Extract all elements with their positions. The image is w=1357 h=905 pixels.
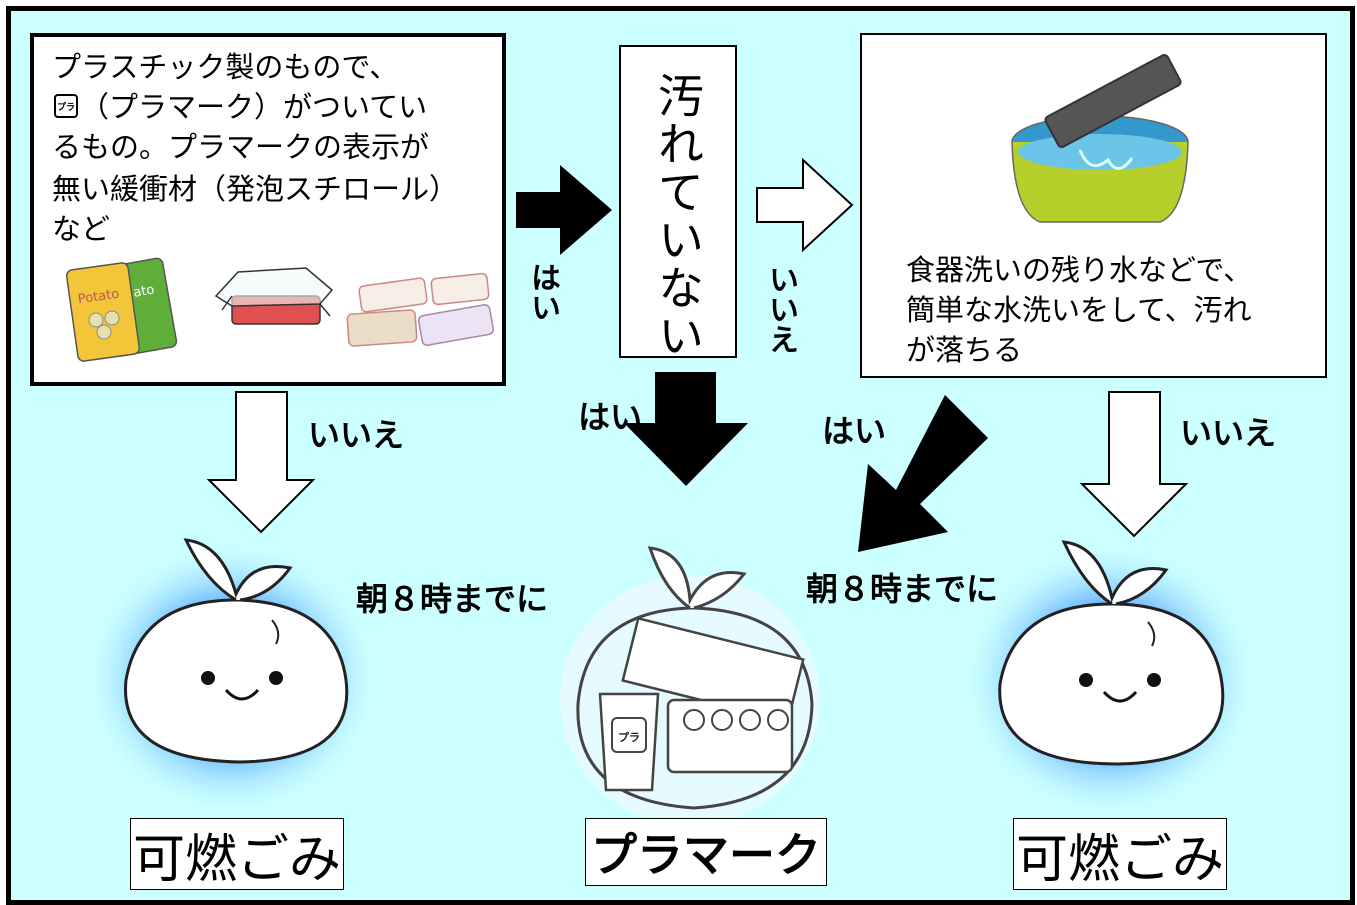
- wash-basin-illustration: [1011, 54, 1189, 223]
- description-line-4: 無い緩衝材（発泡スチロール）: [52, 172, 459, 206]
- question-box: [619, 45, 737, 358]
- foam-trays-illustration: [346, 272, 495, 347]
- label-yes-left-to-center: はい: [525, 262, 560, 322]
- description-line-1: プラスチック製のもので、: [52, 50, 399, 84]
- outcome-label-pura-mark: プラマーク: [585, 818, 827, 886]
- rinse-line-2: 簡単な水洗いをして、汚れ: [906, 293, 1252, 327]
- label-yes-diagonal: はい: [822, 412, 887, 450]
- yes-arrow-diagonal: [858, 395, 988, 552]
- label-no-right-down: いいえ: [1180, 414, 1277, 452]
- yes-arrow-center-down: [624, 372, 748, 486]
- pura-mark-icon: プラ: [54, 94, 78, 118]
- rinse-line-1: 食器洗いの残り水などで、: [906, 253, 1253, 287]
- rinse-line-3: が落ちる: [906, 333, 1023, 367]
- chips-label-b: ato: [132, 282, 155, 300]
- label-yes-center-down: はい: [578, 398, 643, 436]
- time-note-left: 朝８時までに: [356, 580, 549, 618]
- chips-bag-illustration: Potato ato: [65, 257, 178, 362]
- description-line-3: るもの。プラマークの表示が: [52, 130, 430, 164]
- no-arrow-center-to-right: [756, 157, 854, 253]
- label-no-center-to-right: いいえ: [763, 264, 798, 354]
- label-no-left-down: いいえ: [308, 416, 405, 454]
- chips-label-a: Potato: [77, 287, 120, 308]
- clear-container-illustration: [214, 267, 334, 325]
- description-line-5: など: [52, 212, 111, 246]
- description-line-2: （プラマーク）がついてい: [80, 90, 428, 124]
- question-text: 汚れていない: [651, 72, 705, 360]
- yes-arrow-left-to-center: [516, 165, 612, 255]
- outcome-label-burnable-right: 可燃ごみ: [1013, 818, 1227, 890]
- no-arrow-left-down: [206, 391, 316, 534]
- time-note-right: 朝８時までに: [806, 570, 999, 608]
- cup-pura-mark-text: プラ: [618, 730, 640, 744]
- burnable-trash-bag-left: [82, 538, 382, 818]
- plastic-recycle-bag: プラ: [560, 546, 820, 825]
- pura-mark-icon-text: プラ: [56, 102, 75, 113]
- outcome-label-burnable-left: 可燃ごみ: [130, 818, 344, 890]
- no-arrow-right-down: [1079, 391, 1189, 538]
- burnable-trash-bag-right: [960, 540, 1260, 820]
